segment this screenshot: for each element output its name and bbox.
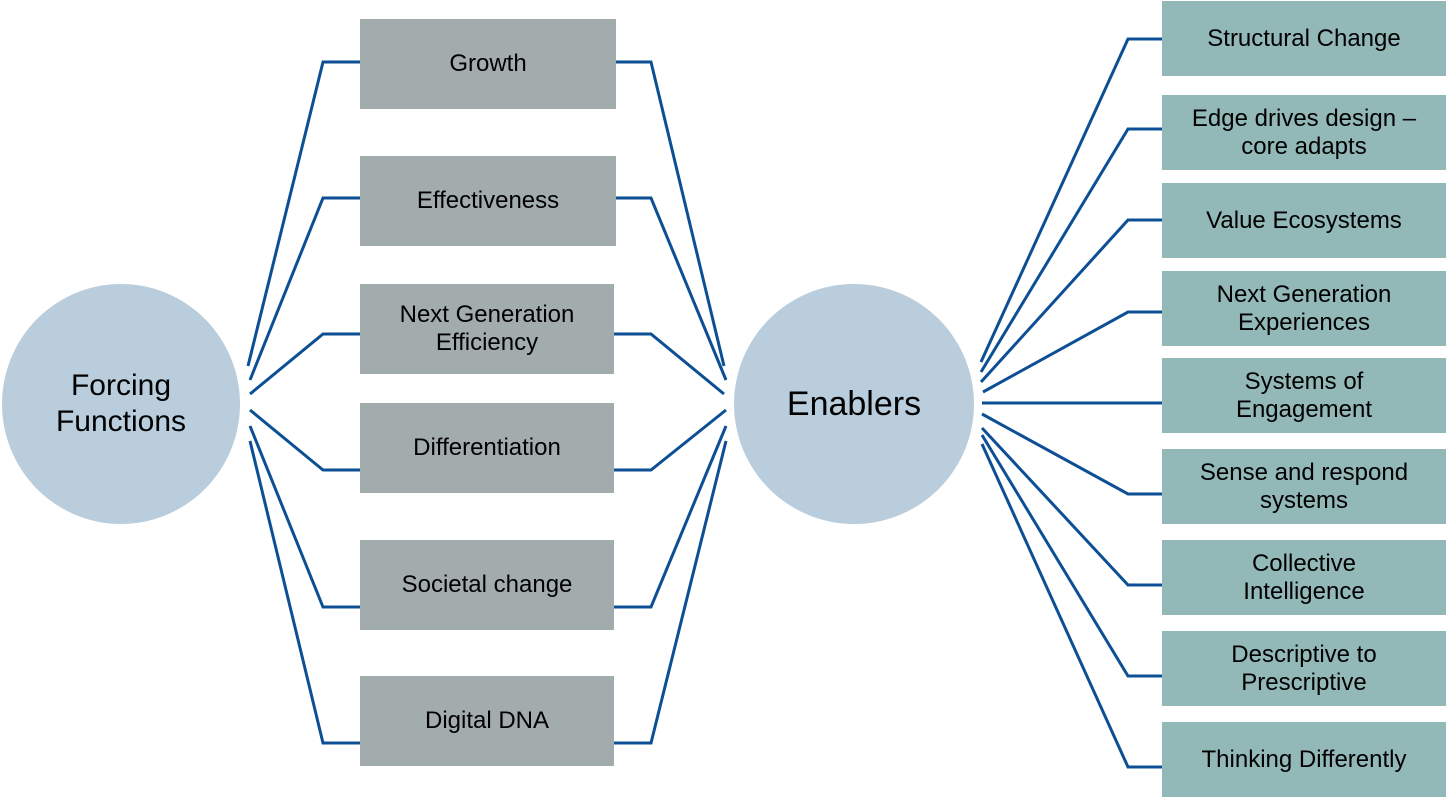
enabler-label: Edge drives design – core adapts xyxy=(1191,104,1417,160)
forcing-function-label: Next Generation Efficiency xyxy=(399,301,575,356)
forcing-function-box: Growth xyxy=(360,19,616,109)
enablers-label: Enablers xyxy=(786,384,922,423)
forcing-hub-connector xyxy=(248,196,360,381)
enabler-label: Structural Change xyxy=(1207,24,1401,52)
enabler-branch-connector xyxy=(979,127,1162,373)
forcing-function-box: Effectiveness xyxy=(360,156,616,246)
enabler-box: Value Ecosystems xyxy=(1162,183,1446,258)
forcing-functions-label: Forcing Functions xyxy=(55,369,187,438)
enabler-hub-connector xyxy=(614,425,728,609)
enabler-branch-connector xyxy=(980,434,1162,678)
enabler-label: Thinking Differently xyxy=(1201,745,1407,773)
forcing-function-box: Differentiation xyxy=(360,403,614,493)
forcing-hub-connector xyxy=(248,440,360,745)
enabler-branch-connector xyxy=(979,37,1162,363)
forcing-function-label: Differentiation xyxy=(413,434,561,462)
enabler-branch-connector xyxy=(981,412,1162,496)
forcing-function-label: Societal change xyxy=(401,571,573,599)
enabler-box: Descriptive to Prescriptive xyxy=(1162,631,1446,706)
enabler-box: Edge drives design – core adapts xyxy=(1162,95,1446,170)
enabler-label: Descriptive to Prescriptive xyxy=(1231,640,1377,696)
forcing-hub-connector xyxy=(248,425,360,609)
enabler-box: Collective Intelligence xyxy=(1162,540,1446,615)
forcing-hub-connector xyxy=(249,408,360,472)
enabler-box: Structural Change xyxy=(1162,1,1446,76)
forcing-function-box: Digital DNA xyxy=(360,676,614,766)
enabler-branch-connector xyxy=(980,443,1162,769)
forcing-hub-connector xyxy=(246,60,360,367)
enabler-hub-connector xyxy=(614,440,728,745)
enabler-hub-connector xyxy=(614,408,727,472)
forcing-function-label: Digital DNA xyxy=(424,707,550,735)
enabler-box: Sense and respond systems xyxy=(1162,449,1446,524)
enabler-branch-connector xyxy=(979,218,1162,384)
enabler-hub-connector xyxy=(614,196,728,381)
forcing-function-label: Growth xyxy=(449,50,527,78)
enabler-label: Collective Intelligence xyxy=(1243,549,1365,605)
enabler-branch-connector xyxy=(982,310,1162,394)
enabler-hub-connector xyxy=(614,332,725,396)
enabler-box: Thinking Differently xyxy=(1162,722,1446,797)
forcing-function-box: Societal change xyxy=(360,540,614,630)
enabler-box: Next Generation Experiences xyxy=(1162,271,1446,346)
enabler-label: Next Generation Experiences xyxy=(1216,280,1392,336)
enabler-box: Systems of Engagement xyxy=(1162,358,1446,433)
forcing-function-box: Next Generation Efficiency xyxy=(360,284,614,374)
enabler-label: Sense and respond systems xyxy=(1199,458,1409,514)
enabler-label: Value Ecosystems xyxy=(1206,206,1402,234)
enabler-branch-connector xyxy=(980,426,1162,587)
forcing-functions-hub: Forcing Functions xyxy=(2,284,240,524)
forcing-function-label: Effectiveness xyxy=(416,187,560,215)
enablers-hub: Enablers xyxy=(734,284,974,524)
enabler-hub-connector xyxy=(614,60,726,367)
forcing-hub-connector xyxy=(249,332,360,396)
enabler-label: Systems of Engagement xyxy=(1235,367,1373,423)
